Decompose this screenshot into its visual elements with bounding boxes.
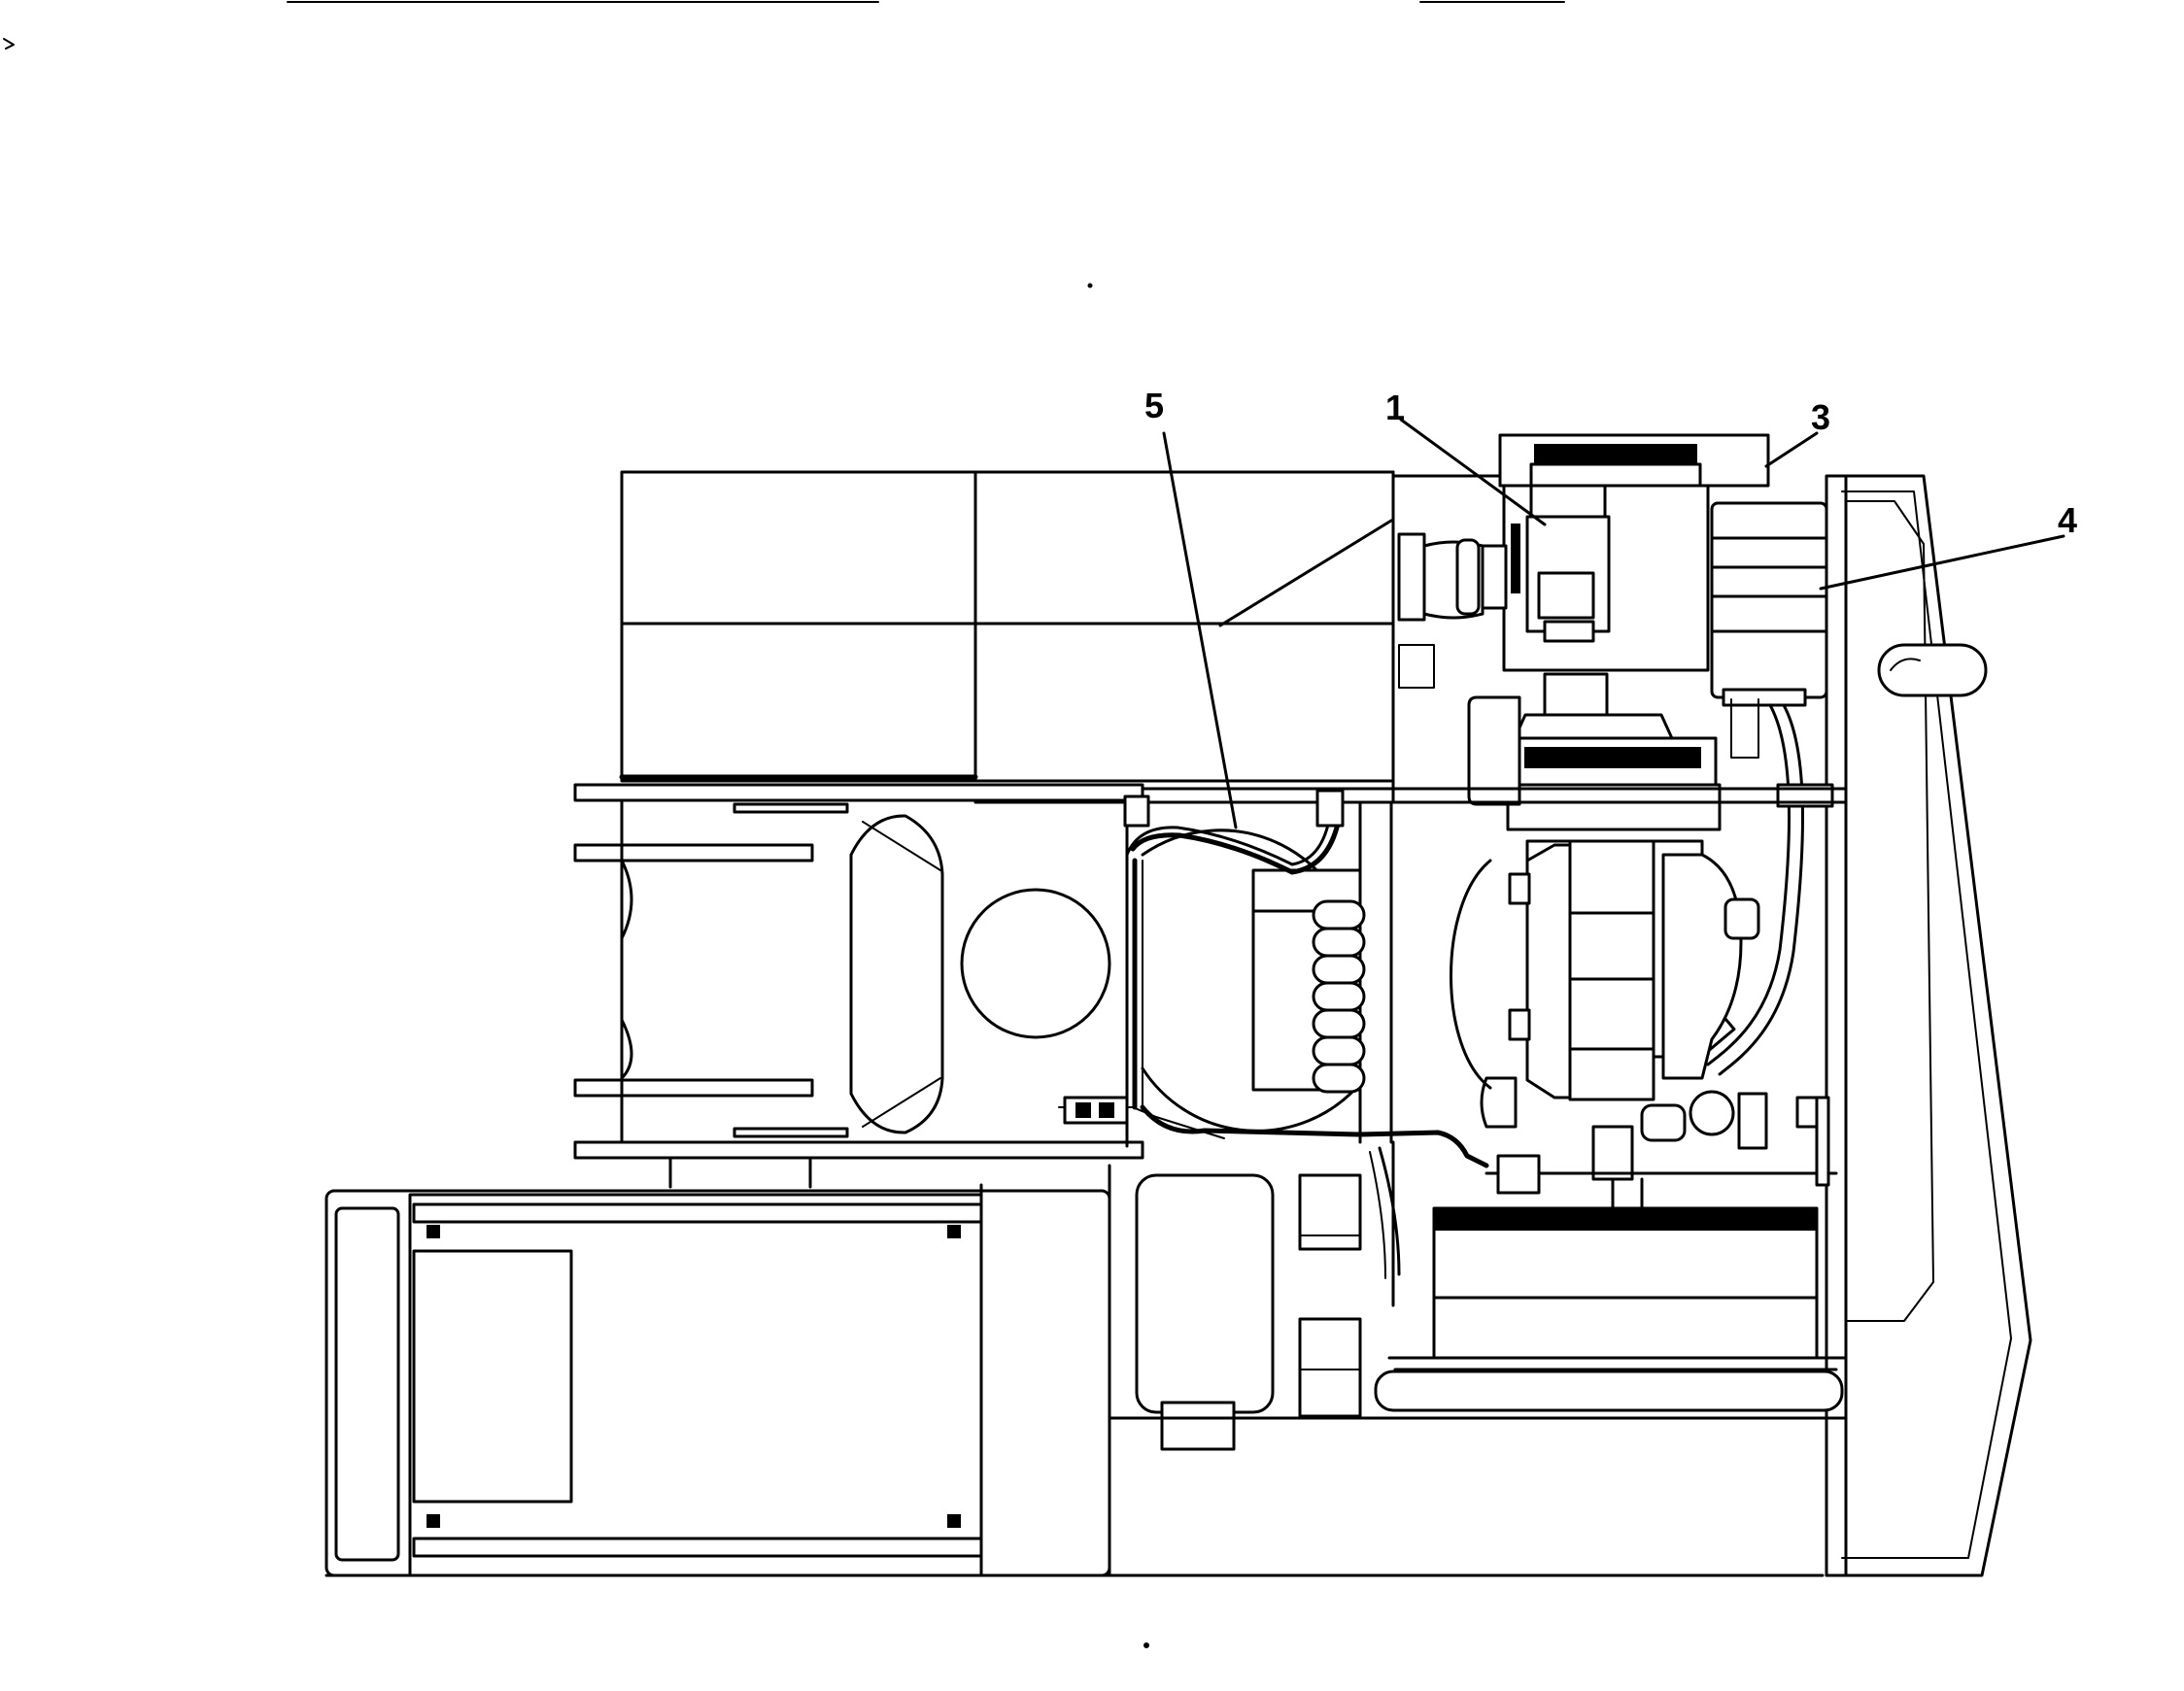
pump-disc: [960, 888, 1111, 1039]
speck: [1087, 283, 1093, 288]
speck: [1143, 1642, 1149, 1648]
lower-cabinet: [324, 1156, 1111, 1577]
part-1-coil-assembly: [1397, 433, 1770, 672]
callout-1: 1: [1385, 388, 1405, 427]
leader-1: [1399, 418, 1547, 526]
leader-4: [1819, 534, 2065, 591]
lower-tank: [1108, 1173, 1848, 1451]
pump-head: [1467, 672, 1759, 831]
part-4-filter: [1710, 501, 1828, 707]
callouts: 5 1 3 4: [1144, 386, 2077, 540]
leader-5: [1162, 431, 1238, 829]
valve-coils: [1312, 899, 1366, 1094]
motor-assembly: [1450, 839, 1838, 1187]
part-5-valve-block: [1058, 789, 1541, 1307]
callout-5: 5: [1144, 386, 1164, 425]
lower-right-unit: [1374, 1177, 1848, 1412]
leader-lines: [1162, 418, 2065, 829]
handle-knob: [1877, 643, 1988, 697]
callout-3: 3: [1811, 397, 1830, 437]
scan-artifacts: [3, 1, 1565, 50]
callout-4: 4: [2058, 500, 2077, 540]
leader-unlabeled: [1218, 519, 1393, 627]
leader-3: [1764, 431, 1819, 468]
upper-panels: [619, 470, 1514, 804]
